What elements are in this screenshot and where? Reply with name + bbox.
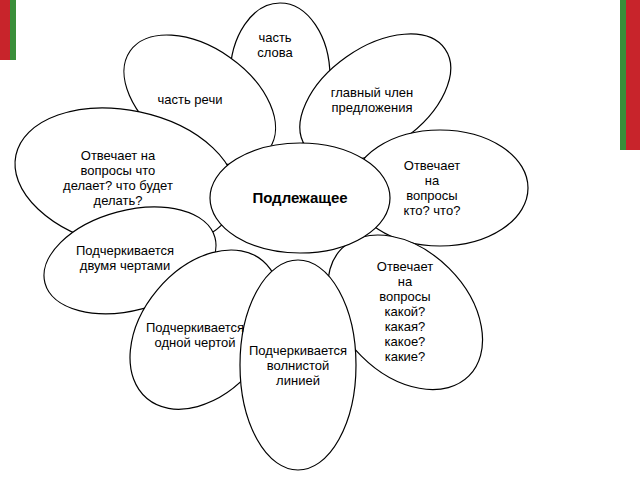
green-band bbox=[10, 0, 16, 60]
petal-label: часть речи bbox=[145, 92, 235, 107]
petal-label: Отвечает на вопросы какой? какая? какое?… bbox=[372, 259, 438, 364]
ellipse-shape bbox=[240, 260, 356, 470]
petal-label: главный член предложения bbox=[330, 85, 414, 115]
petal-label: Подчеркивается одной чертой bbox=[143, 320, 247, 350]
petal: Подчеркивается волнистой линией bbox=[238, 258, 358, 472]
petal-label: часть слова bbox=[247, 30, 303, 60]
petal-label: Отвечает на вопросы что делает? что буде… bbox=[58, 148, 178, 208]
ellipse-shape bbox=[210, 143, 390, 253]
petal-label: Подчеркивается волнистой линией bbox=[248, 343, 348, 388]
red-band bbox=[0, 0, 10, 60]
red-band bbox=[626, 0, 640, 150]
petal-label: Отвечает на вопросы кто? что? bbox=[399, 158, 465, 218]
green-band bbox=[620, 0, 626, 150]
center-ellipse: Подлежащее bbox=[208, 141, 392, 255]
center-label: Подлежащее bbox=[225, 189, 375, 207]
petal-label: Подчеркивается двумя чертами bbox=[73, 243, 177, 273]
